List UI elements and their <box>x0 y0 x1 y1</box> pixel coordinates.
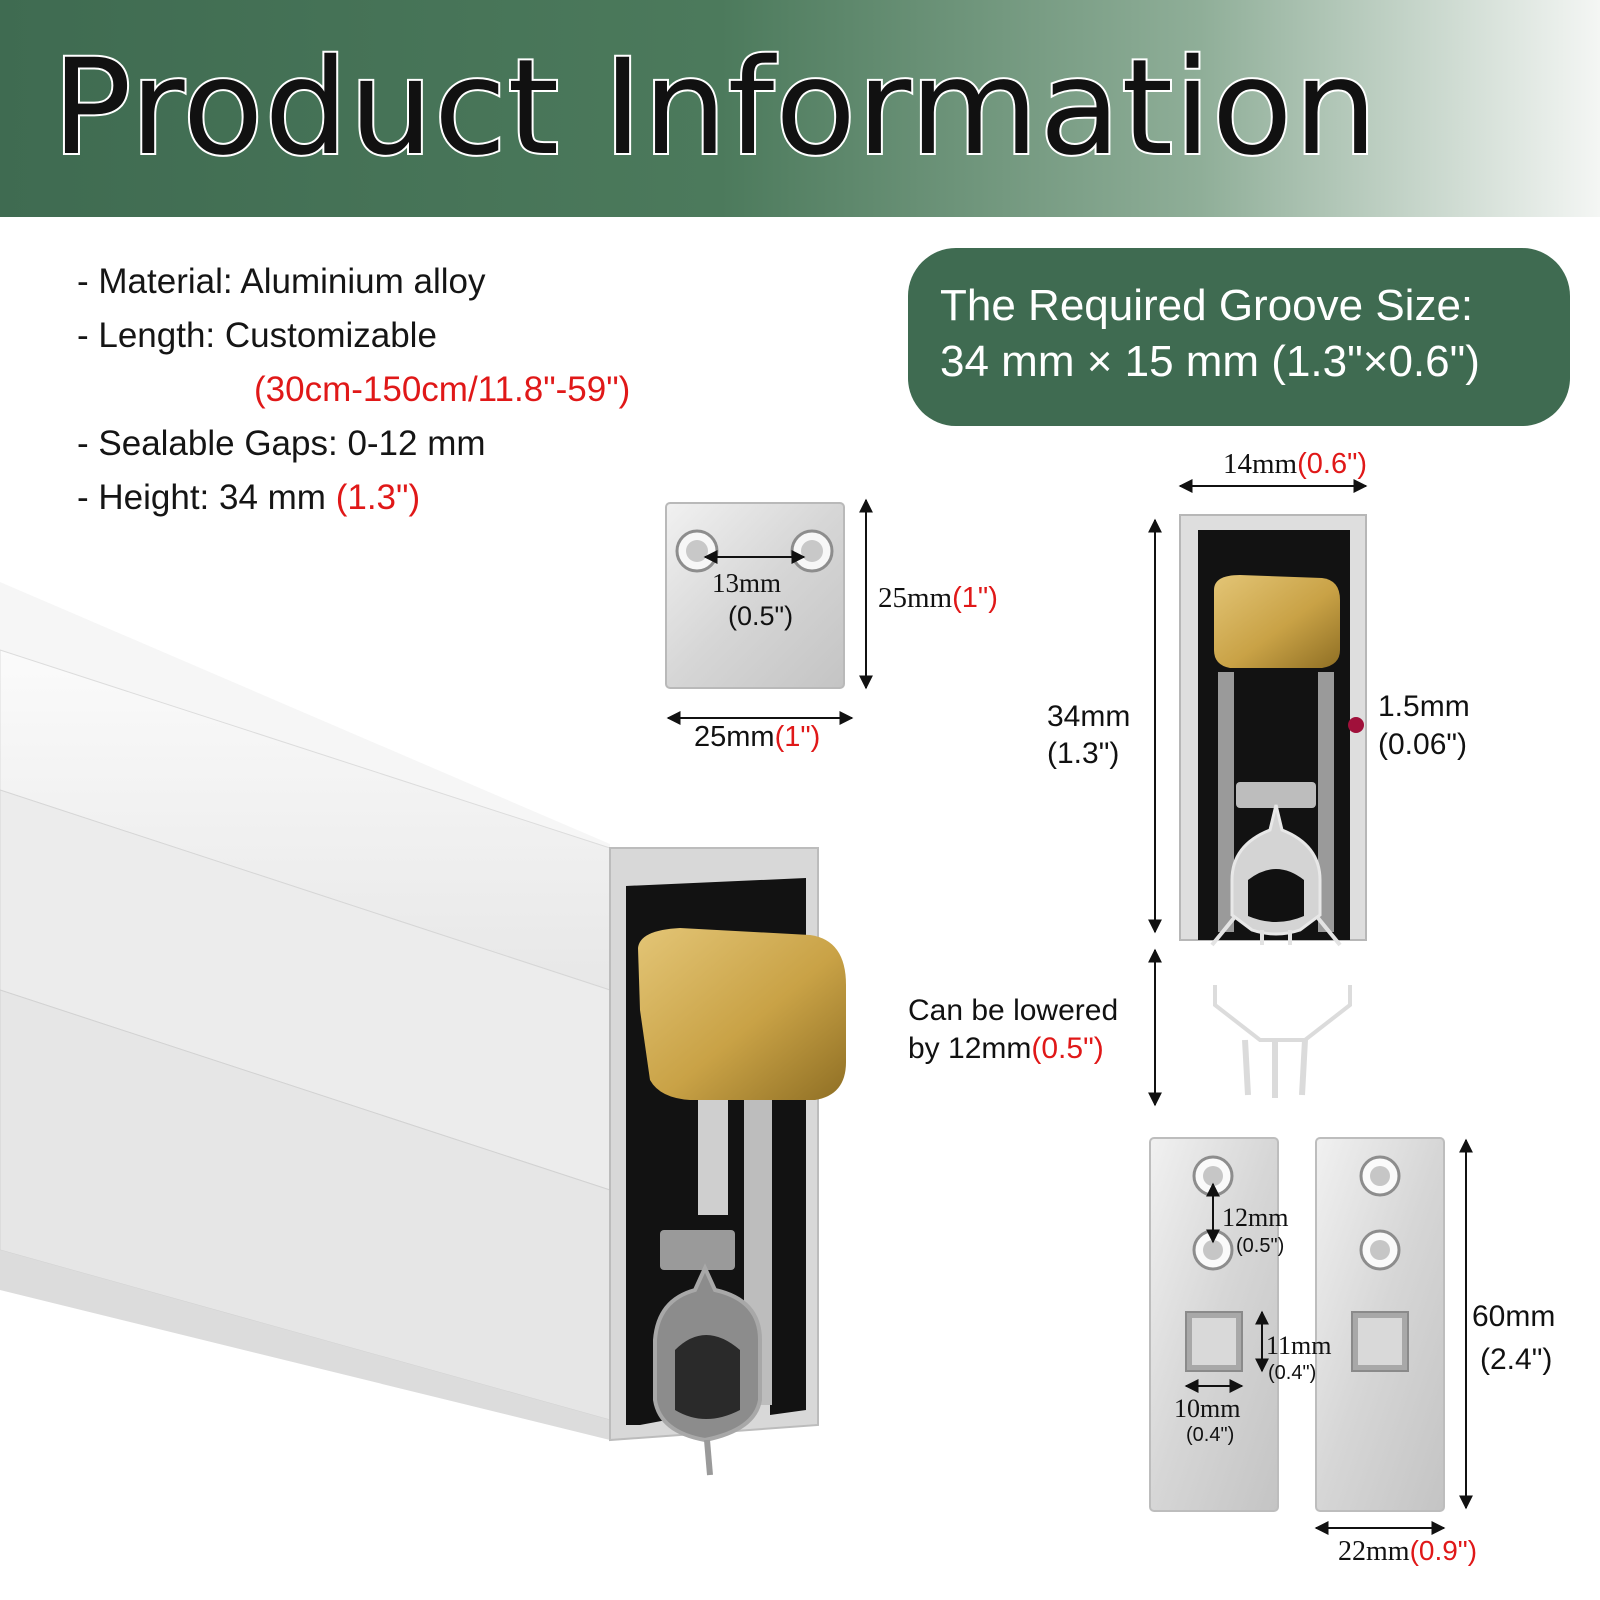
cross-section-width-label: 14mm(0.6") <box>1223 448 1368 480</box>
end-plate-hole-spacing-in: (0.5") <box>1236 1235 1285 1257</box>
lowering-line2: by 12mm(0.5") <box>908 1032 1104 1065</box>
end-plate-hole-spacing: 12mm <box>1222 1203 1289 1232</box>
end-plate-slot-width: 10mm <box>1174 1394 1241 1423</box>
end-plate-slot-height: 11mm <box>1266 1331 1332 1360</box>
end-plate-slot-width-in: (0.4") <box>1186 1424 1235 1446</box>
cross-section-height: 34mm <box>1047 700 1131 733</box>
square-plate-hole-spacing: 13mm <box>712 568 782 598</box>
lowering-line1: Can be lowered <box>908 994 1119 1027</box>
header-banner <box>0 0 1600 217</box>
end-plate-height: 60mm <box>1472 1300 1556 1333</box>
spec-sealable-gaps: - Sealable Gaps: 0-12 mm <box>77 424 486 463</box>
groove-title: The Required Groove Size: <box>940 281 1474 330</box>
square-plate-height-label: 25mm(1") <box>878 582 998 614</box>
spec-length-range: (30cm-150cm/11.8"-59") <box>254 370 631 409</box>
spec-height: - Height: 34 mm (1.3") <box>77 478 421 517</box>
square-plate-image <box>665 498 873 725</box>
profile-bar-image <box>0 582 846 1476</box>
cross-section-wall: 1.5mm <box>1378 690 1470 723</box>
end-plate-width-label: 22mm(0.9") <box>1338 1535 1478 1567</box>
cross-section-wall-in: (0.06") <box>1378 728 1468 761</box>
groove-size-badge: The Required Groove Size: 34 mm × 15 mm … <box>908 248 1570 426</box>
end-plate-height-in: (2.4") <box>1480 1343 1553 1376</box>
spec-length: - Length: Customizable <box>77 316 437 355</box>
spec-material: - Material: Aluminium alloy <box>77 262 486 301</box>
cross-section-height-in: (1.3") <box>1047 737 1120 770</box>
square-plate-width-label: 25mm(1") <box>694 721 821 753</box>
groove-size: 34 mm × 15 mm (1.3"×0.6") <box>940 337 1480 386</box>
cross-section-image <box>1148 479 1368 1107</box>
page-title: Product Information <box>50 29 1379 187</box>
end-plate-slot-height-in: (0.4") <box>1268 1362 1317 1384</box>
end-plates-image <box>1149 1137 1473 1535</box>
square-plate-hole-spacing-in: (0.5") <box>728 601 794 631</box>
